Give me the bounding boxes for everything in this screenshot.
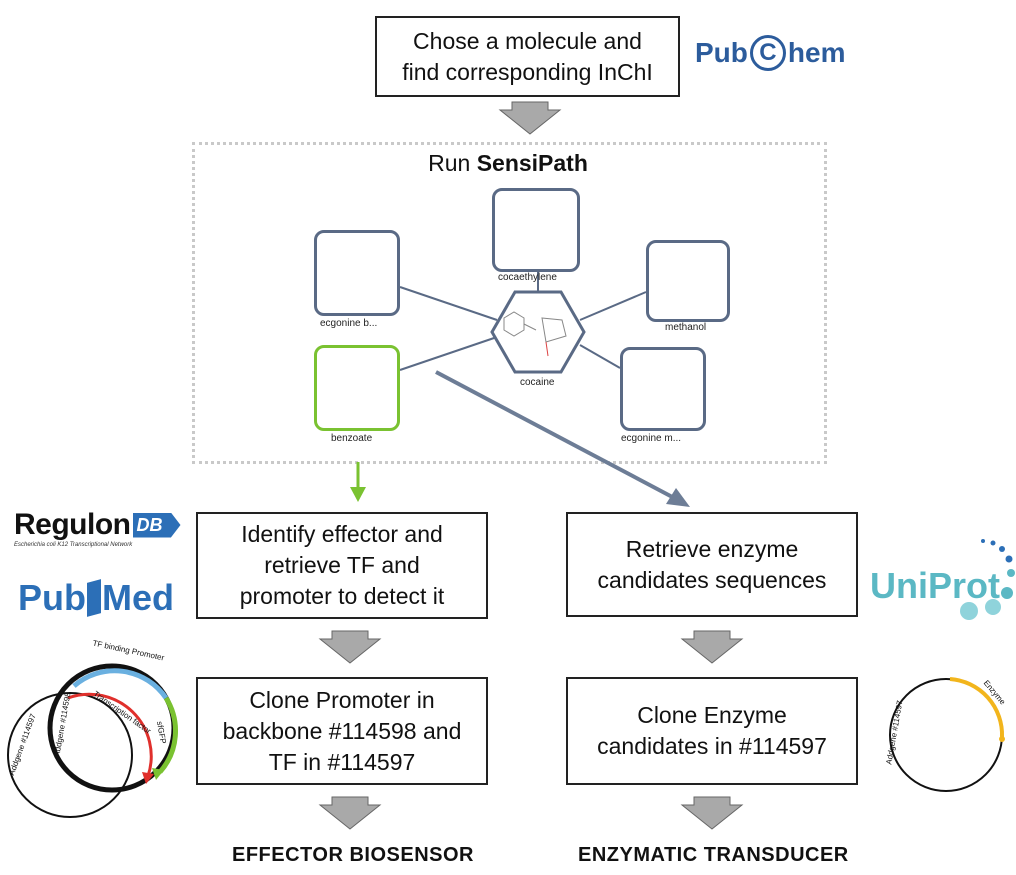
pubmed-book-icon: [87, 579, 101, 617]
edge-cocaine-ecgonine-m: [579, 344, 621, 369]
step-clone-enzyme: Clone Enzyme candidates in #114597: [566, 677, 858, 785]
step-identify-effector-line1: Identify effector and: [241, 521, 443, 547]
down-arrow-left-2: [318, 796, 382, 830]
pubmed-right: Med: [102, 577, 174, 618]
step-clone-promoter-line2: backbone #114598 and: [222, 717, 462, 744]
regulondb-name: Regulon: [14, 508, 131, 541]
down-arrow-right-2: [680, 796, 744, 830]
mol-label-ecgonine-m: ecgonine m...: [621, 433, 682, 444]
cocaine-node: [490, 290, 586, 374]
mol-card-ecgonine-m[interactable]: [620, 347, 706, 431]
step-identify-effector-line2: retrieve TF and: [264, 552, 420, 578]
mol-card-cocaethylene[interactable]: [492, 188, 580, 272]
down-arrow-right-1: [680, 630, 744, 664]
edge-cocaine-methanol: [579, 291, 647, 321]
green-arrowhead: [350, 487, 366, 502]
regulondb-logo: Regulon DB Escherichia coli K12 Transcri…: [14, 508, 181, 548]
mol-card-benzoate[interactable]: [314, 345, 400, 431]
output-enzymatic-transducer: ENZYMATIC TRANSDUCER: [578, 844, 849, 866]
pubchem-logo-c: C: [749, 35, 786, 71]
mol-label-benzoate: benzoate: [331, 433, 373, 444]
sensipath-title-prefix: Run: [428, 150, 477, 176]
sensipath-panel: [192, 142, 827, 464]
step-retrieve-enzyme-line1: Retrieve enzyme: [625, 535, 799, 562]
mol-label-methanol: methanol: [665, 322, 707, 333]
mol-sketch-cocaine: [503, 311, 567, 357]
step-identify-effector-line3: promoter to detect it: [239, 583, 445, 609]
step-choose-molecule-line1: Chose a molecule and: [413, 27, 642, 54]
uniprot-dots-icon: [960, 539, 1015, 620]
step-clone-enzyme-line1: Clone Enzyme: [637, 702, 787, 728]
mol-card-methanol[interactable]: [646, 240, 730, 322]
regulondb-subtitle: Escherichia coli K12 Transcriptional Net…: [14, 542, 133, 548]
sensipath-title-name: SensiPath: [476, 150, 588, 176]
output-effector-biosensor: EFFECTOR BIOSENSOR: [232, 844, 474, 866]
step-choose-molecule-line2: find corresponding InChI: [402, 58, 653, 85]
plasmid-right: [889, 677, 1005, 792]
pubmed-logo: Pub Med: [18, 577, 174, 619]
mol-label-cocaethylene: cocaethylene: [498, 272, 557, 283]
step-retrieve-enzyme: Retrieve enzyme candidates sequences: [566, 512, 858, 617]
down-arrow-left-1: [318, 630, 382, 664]
pubchem-logo-left: Pub: [695, 37, 748, 68]
pubchem-logo-right: hem: [787, 37, 846, 68]
step-identify-effector: Identify effector and retrieve TF and pr…: [196, 512, 488, 619]
mol-label-ecgonine-b: ecgonine b...: [320, 318, 378, 329]
mol-card-ecgonine-b[interactable]: [314, 230, 400, 316]
uniprot-logo: UniProt: [870, 565, 1000, 607]
mol-label-cocaine: cocaine: [520, 377, 555, 388]
step-choose-molecule: Chose a molecule and find corresponding …: [375, 16, 680, 97]
plasmid-left: [7, 663, 178, 818]
step-clone-promoter-line1: Clone Promoter in: [249, 686, 435, 713]
slate-arrowhead: [666, 488, 690, 507]
regulondb-suffix: DB: [132, 512, 181, 538]
pubmed-left: Pub: [18, 577, 86, 618]
sensipath-title: Run SensiPath: [0, 150, 1016, 177]
pubchem-logo: Pub C hem: [695, 35, 845, 71]
step-clone-enzyme-line2: candidates in #114597: [597, 733, 827, 759]
step-retrieve-enzyme-line2: candidates sequences: [597, 566, 827, 593]
uniprot-name: UniProt: [870, 565, 1000, 606]
slate-arrow-line: [435, 370, 679, 502]
edge-cocaine-benzoate: [399, 336, 498, 371]
step-clone-promoter-line3: TF in #114597: [268, 748, 416, 775]
down-arrow-1: [498, 101, 562, 135]
edge-cocaine-ecgonine-b: [399, 286, 498, 321]
step-clone-promoter: Clone Promoter in backbone #114598 and T…: [196, 677, 488, 785]
